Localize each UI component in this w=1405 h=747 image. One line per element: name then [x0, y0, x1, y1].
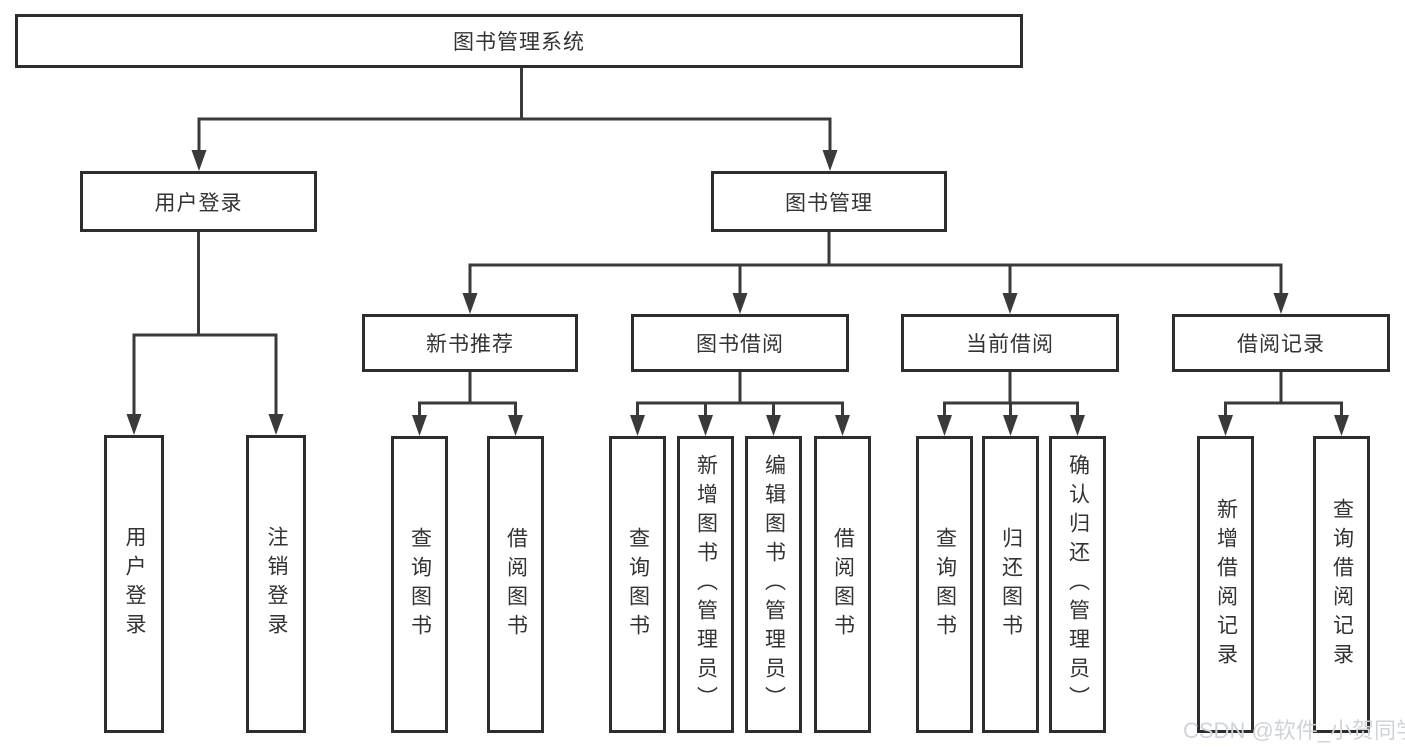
leaf-confirm-return-admin: 确认归还（管理员） [1049, 436, 1106, 733]
leaf-query-borrow-record: 查询借阅记录 [1313, 436, 1370, 733]
node-new-book-recommend-label: 新书推荐 [426, 333, 514, 356]
leaf-logout-label: 注销登录 [265, 526, 288, 642]
leaf-borrow-books-label: 借阅图书 [831, 526, 855, 643]
node-book-borrow: 图书借阅 [631, 314, 849, 372]
leaf-query-books-borrow-label: 查询图书 [626, 526, 650, 643]
leaf-edit-books-admin-label: 编辑图书（管理员） [762, 454, 786, 715]
leaf-user-login-label: 用户登录 [123, 526, 146, 642]
node-root-label: 图书管理系统 [453, 31, 585, 54]
leaf-return-books: 归还图书 [982, 436, 1039, 733]
leaf-query-books-recommend: 查询图书 [391, 436, 448, 733]
leaf-add-books-admin-label: 新增图书（管理员） [694, 454, 718, 715]
leaf-add-borrow-record-label: 新增借阅记录 [1214, 497, 1238, 672]
leaf-query-books-borrow: 查询图书 [609, 436, 666, 733]
leaf-user-login: 用户登录 [104, 435, 164, 733]
leaf-borrow-books-recommend: 借阅图书 [487, 436, 544, 733]
node-current-borrow: 当前借阅 [901, 314, 1119, 372]
leaf-return-books-label: 归还图书 [999, 526, 1023, 643]
leaf-edit-books-admin: 编辑图书（管理员） [745, 436, 802, 733]
node-current-borrow-label: 当前借阅 [966, 333, 1054, 356]
node-root: 图书管理系统 [15, 14, 1023, 68]
node-book-management: 图书管理 [711, 171, 947, 232]
node-borrow-records-label: 借阅记录 [1237, 333, 1325, 356]
leaf-query-books-current-label: 查询图书 [933, 526, 957, 643]
node-user-login: 用户登录 [80, 171, 317, 232]
leaf-query-books-recommend-label: 查询图书 [408, 526, 432, 643]
node-borrow-records: 借阅记录 [1172, 314, 1390, 372]
csdn-watermark: CSDN @软件_小贺同学 [1183, 718, 1405, 743]
node-new-book-recommend: 新书推荐 [362, 314, 578, 372]
leaf-logout: 注销登录 [246, 435, 306, 733]
node-user-login-label: 用户登录 [154, 191, 243, 215]
leaf-borrow-books: 借阅图书 [814, 436, 871, 733]
leaf-query-borrow-record-label: 查询借阅记录 [1330, 497, 1354, 672]
node-book-management-label: 图书管理 [785, 191, 873, 215]
node-book-borrow-label: 图书借阅 [696, 333, 784, 356]
leaf-add-borrow-record: 新增借阅记录 [1197, 436, 1254, 733]
leaf-confirm-return-admin-label: 确认归还（管理员） [1066, 454, 1090, 715]
leaf-query-books-current: 查询图书 [916, 436, 973, 733]
leaf-add-books-admin: 新增图书（管理员） [677, 436, 734, 733]
leaf-borrow-books-recommend-label: 借阅图书 [504, 526, 528, 643]
